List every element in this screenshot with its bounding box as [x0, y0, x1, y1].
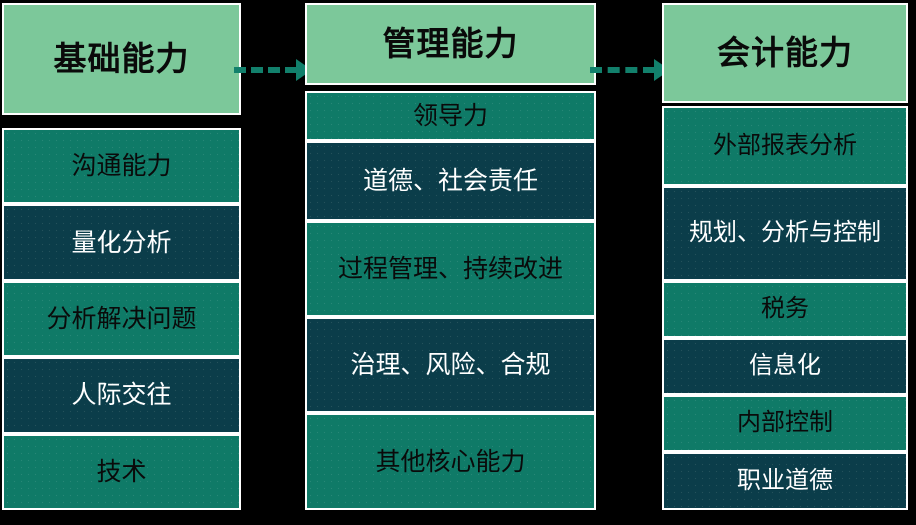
- list-item: 内部控制: [662, 395, 908, 452]
- arrow-right-icon: [590, 59, 670, 81]
- row-list-management-capability: 领导力 道德、社会责任 过程管理、持续改进 治理、风险、合规 其他核心能力: [305, 91, 596, 510]
- list-item: 领导力: [305, 91, 596, 141]
- list-item: 量化分析: [2, 204, 241, 281]
- list-item: 人际交往: [2, 357, 241, 434]
- column-management-capability: 管理能力 领导力 道德、社会责任 过程管理、持续改进 治理、风险、合规 其他核心…: [305, 3, 596, 510]
- arrow-shaft: [234, 67, 297, 73]
- column-basic-capability: 基础能力 沟通能力 量化分析 分析解决问题 人际交往 技术: [2, 3, 241, 511]
- arrow-shaft: [590, 67, 655, 73]
- list-item: 信息化: [662, 338, 908, 395]
- list-item: 外部报表分析: [662, 106, 908, 186]
- list-item: 过程管理、持续改进: [305, 221, 596, 317]
- column-header-management-capability: 管理能力: [305, 3, 596, 85]
- list-item: 技术: [2, 433, 241, 511]
- list-item: 沟通能力: [2, 128, 241, 205]
- column-accounting-capability: 会计能力 外部报表分析 规划、分析与控制 税务 信息化 内部控制 职业道德: [662, 3, 908, 510]
- column-header-accounting-capability: 会计能力: [662, 3, 908, 103]
- list-item: 分析解决问题: [2, 280, 241, 358]
- list-item: 职业道德: [662, 452, 908, 510]
- row-list-basic-capability: 沟通能力 量化分析 分析解决问题 人际交往 技术: [2, 128, 241, 511]
- list-item: 道德、社会责任: [305, 141, 596, 221]
- list-item: 其他核心能力: [305, 413, 596, 510]
- column-header-basic-capability: 基础能力: [2, 3, 241, 115]
- list-item: 税务: [662, 281, 908, 338]
- row-list-accounting-capability: 外部报表分析 规划、分析与控制 税务 信息化 内部控制 职业道德: [662, 106, 908, 510]
- list-item: 治理、风险、合规: [305, 317, 596, 413]
- arrow-right-icon: [234, 59, 312, 81]
- list-item: 规划、分析与控制: [662, 186, 908, 281]
